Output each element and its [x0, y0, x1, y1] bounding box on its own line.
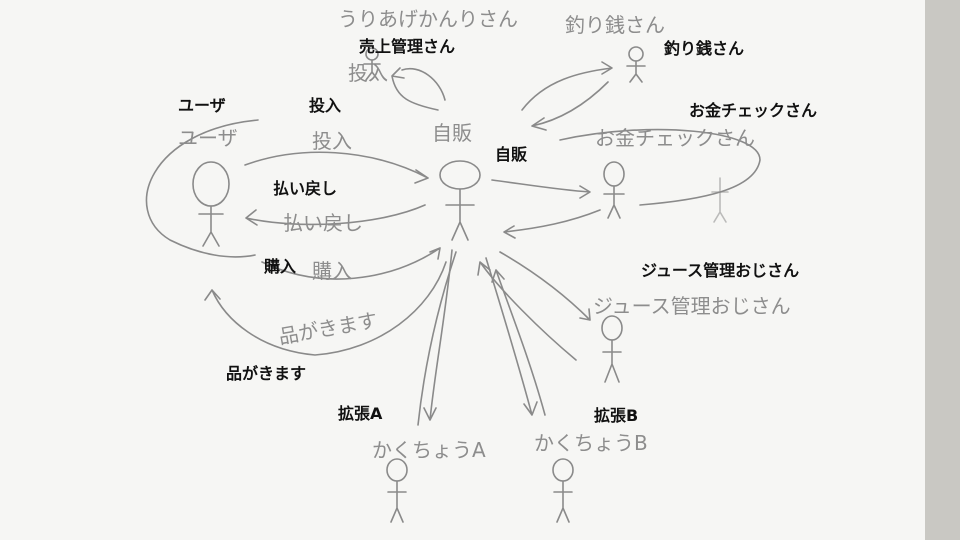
arrow-jihan-tsurisen — [521, 61, 613, 111]
hw-okane: お金チェックさん — [595, 126, 755, 150]
hw-jihan: 自販 — [432, 121, 472, 145]
arrow-haraimodoshi — [245, 204, 426, 226]
stick-figure-kakuchou-a — [386, 458, 408, 523]
arrow-jihan-juice — [499, 251, 591, 321]
hw-uriage: うりあげかんりさん — [338, 7, 518, 31]
paper-edge-shadow — [925, 0, 960, 540]
label-kakuchou-b: 拡張B — [594, 406, 639, 425]
hw-tsurisen: 釣り銭さん — [565, 13, 665, 37]
arrow-kounyu — [261, 247, 441, 280]
label-tsurisen: 釣り銭さん — [664, 39, 745, 58]
stick-figure-uriage — [363, 47, 381, 81]
hw-kounyu: 購入 — [312, 259, 352, 283]
label-shina: 品がきます — [226, 364, 307, 383]
hw-tounyu: 投入 — [312, 129, 352, 153]
arrow-jihan-okane — [491, 179, 591, 199]
stick-figure-jihan — [439, 160, 481, 241]
label-uriage: 売上管理さん — [359, 37, 456, 56]
arrow-shina — [204, 261, 447, 356]
arrow-uriage-jihan — [391, 67, 439, 111]
arrow-juice-jihan — [477, 261, 577, 361]
user-loop-curve — [145, 119, 259, 258]
hw-juice: ジュース管理おじさん — [593, 294, 791, 318]
arrow-okane-jihan — [503, 209, 601, 239]
hw-tounyu-top: 投入 — [348, 61, 388, 85]
label-kounyu: 購入 — [264, 257, 297, 276]
label-tounyu: 投入 — [309, 96, 342, 115]
stick-figure-juice — [601, 315, 623, 383]
label-juice: ジュース管理おじさん — [641, 261, 800, 280]
paper — [0, 0, 925, 540]
label-kakuchou-a: 拡張A — [338, 404, 383, 423]
arrow-jihan-uriage — [401, 67, 446, 101]
stick-figure-kakuchou-b — [552, 458, 574, 523]
hw-kakuchou-b: かくちょうB — [534, 431, 648, 455]
arrow-tsurisen-jihan — [531, 81, 609, 131]
okane-loop-curve — [559, 128, 761, 206]
arrows — [204, 61, 613, 426]
label-user: ユーザ — [178, 96, 226, 115]
stick-figure-tsurisen — [626, 46, 646, 83]
arrow-tounyu — [244, 151, 429, 184]
label-jihan: 自販 — [495, 145, 528, 164]
arrow-kakuchou-b-jihan — [491, 269, 546, 416]
stick-figure-okane-faint — [711, 177, 729, 223]
arrow-kakuchou-a-jihan — [417, 251, 457, 426]
stick-figure-user — [192, 161, 230, 247]
stick-figure-okane — [603, 161, 625, 219]
hw-user: ユーザ — [178, 126, 238, 150]
label-okane: お金チェックさん — [689, 101, 818, 120]
hw-haraimodoshi: 払い戻し — [283, 211, 363, 235]
label-haraimodoshi: 払い戻し — [273, 179, 338, 198]
hw-kakuchou-a: かくちょうA — [372, 438, 486, 462]
